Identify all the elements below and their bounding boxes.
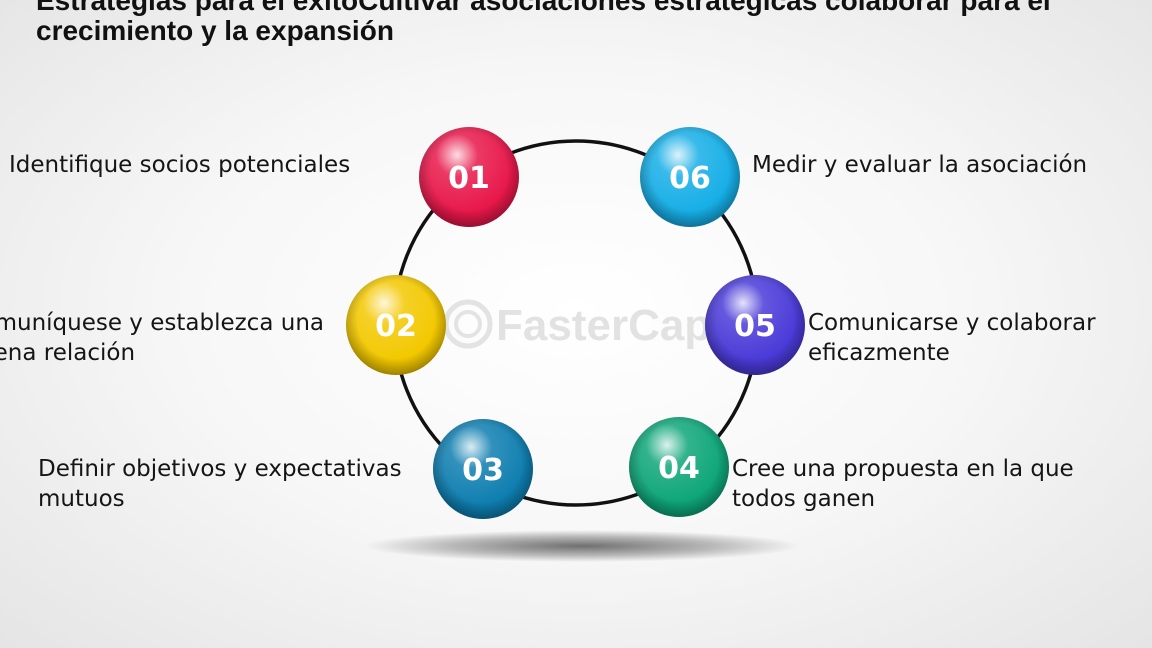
step-ball-gloss (433, 419, 533, 519)
step-ball-gloss (640, 127, 740, 227)
step-ball-02: 02 (346, 275, 446, 375)
step-ball-gloss (629, 417, 729, 517)
step-label-02: Comuníquese y establezca una buena relac… (0, 310, 324, 366)
step-number: 04 (658, 451, 700, 486)
slide-title: Estrategias para el éxitoCultivar asocia… (36, 0, 1116, 46)
step-number: 02 (375, 309, 417, 344)
step-ball-01: 01 (419, 127, 519, 227)
step-label-05: Comunicarse y colaborar eficazmente (808, 310, 1096, 366)
step-ball-04: 04 (629, 417, 729, 517)
step-number: 01 (448, 161, 490, 196)
step-number: 06 (669, 161, 711, 196)
step-ball-gloss (705, 275, 805, 375)
step-label-01: Identifique socios potenciales (9, 152, 351, 178)
step-label-04: Cree una propuesta en la que todos ganen (732, 456, 1074, 512)
ground-shadow (364, 530, 800, 562)
slide-title-line-2: crecimiento y la expansión (36, 15, 394, 46)
step-ball-03: 03 (433, 419, 533, 519)
step-ball-06: 06 (640, 127, 740, 227)
step-ball-gloss (346, 275, 446, 375)
slide-title-line-1: Estrategias para el éxitoCultivar asocia… (36, 0, 1051, 16)
step-label-03: Definir objetivos y expectativas mutuos (38, 456, 402, 512)
step-label-06: Medir y evaluar la asociación (752, 152, 1088, 178)
step-number: 03 (462, 453, 504, 488)
step-ball-gloss (419, 127, 519, 227)
step-ball-05: 05 (705, 275, 805, 375)
step-number: 05 (734, 309, 776, 344)
